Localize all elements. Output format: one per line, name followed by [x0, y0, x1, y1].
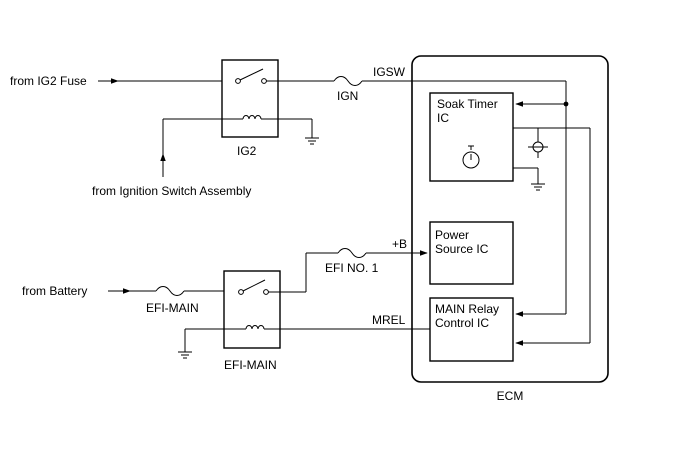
soak-timer-ic-label-line1: Soak Timer	[437, 97, 498, 111]
igsw-label: IGSW	[373, 65, 406, 79]
stopwatch-icon	[462, 145, 480, 169]
efi-main-fuse-label: EFI-MAIN	[146, 301, 199, 315]
fuse-icon	[337, 248, 367, 258]
power-source-ic-box	[429, 221, 514, 285]
fuse-icon	[333, 76, 363, 86]
ecm-label: ECM	[497, 389, 524, 403]
main-relay-control-ic-label-line2: Control IC	[435, 316, 489, 330]
efi-no1-fuse-label: EFI NO. 1	[325, 261, 379, 275]
soak-timer-ic-box	[429, 92, 514, 182]
soak-timer-ic-label-line2: IC	[437, 111, 449, 125]
from-ig2-fuse-label: from IG2 Fuse	[10, 74, 87, 88]
ground-icon	[305, 137, 319, 145]
ground-icon	[531, 183, 545, 191]
ecm-housing	[411, 55, 609, 383]
plus-b-label: +B	[392, 237, 407, 251]
main-relay-control-ic-box	[429, 297, 514, 362]
ig2-relay-label: IG2	[237, 144, 257, 158]
mrel-label: MREL	[372, 313, 406, 327]
main-relay-control-ic-label-line1: MAIN Relay	[435, 302, 499, 316]
power-source-ic-label-line2: Source IC	[435, 242, 489, 256]
efi-main-relay-label: EFI-MAIN	[224, 358, 277, 372]
ign-fuse-label: IGN	[337, 89, 358, 103]
ig2-relay-box	[221, 59, 279, 138]
relay-coil-icon	[163, 115, 312, 120]
power-supply-icon	[528, 141, 548, 153]
efi-main-relay-box	[223, 270, 281, 349]
power-source-ic-label-line1: Power	[435, 228, 469, 242]
from-battery-label: from Battery	[22, 284, 87, 298]
ground-icon	[178, 351, 192, 359]
from-ignition-switch-label: from Ignition Switch Assembly	[92, 184, 251, 198]
relay-coil-icon	[185, 325, 430, 330]
fuse-icon	[155, 286, 185, 296]
